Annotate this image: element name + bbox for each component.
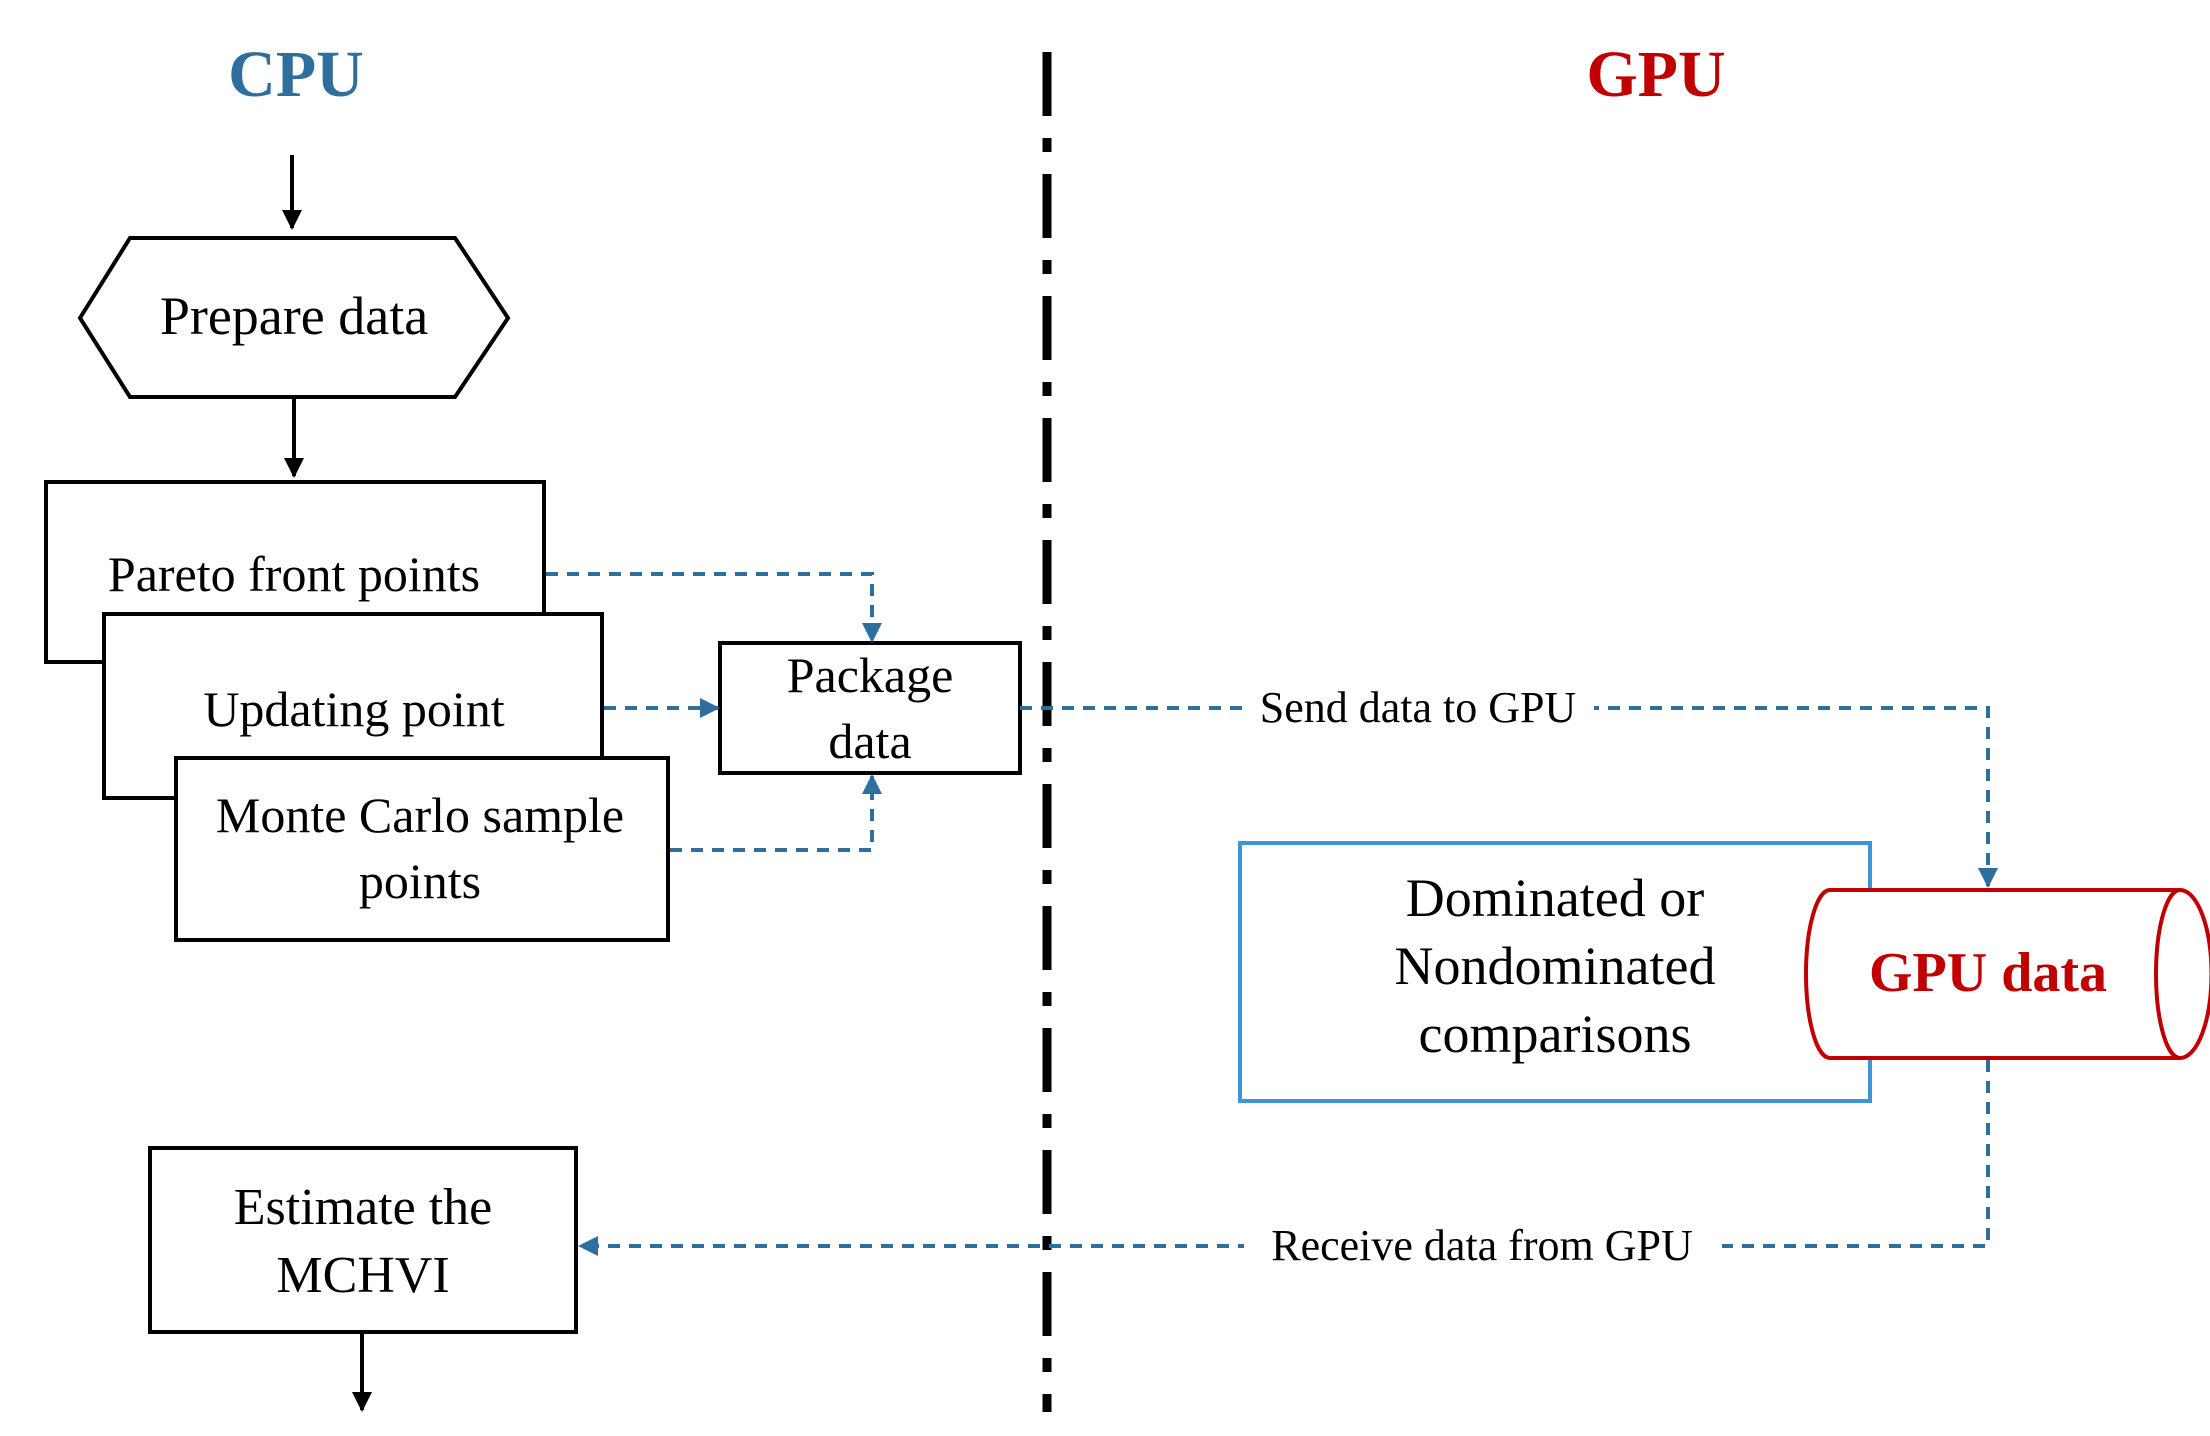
estimate-box [148,1146,578,1334]
pareto-to-package-arrow [546,572,882,643]
updating-point-label: Updating point [203,681,504,737]
monte-carlo-box [174,756,670,942]
pareto-front-points-label: Pareto front points [108,546,480,602]
estimate-label-line1: Estimate the [234,1179,492,1236]
estimate-label-line2: MCHVI [276,1247,449,1304]
gpu-lane-title: GPU [1586,38,1725,111]
cpu-lane-title: CPU [228,38,364,111]
send-label-bg [1244,684,1594,732]
package-data-label-line1: Package [787,647,954,703]
monte-carlo-label-line1: Monte Carlo sample [216,787,624,843]
prepare-data-label: Prepare data [160,286,428,346]
receive-label-bg [1244,1222,1722,1270]
package-data-label-line2: data [828,713,911,769]
receive-from-gpu-arrow [578,1060,1990,1256]
montecarlo-to-package-arrow [670,774,882,852]
comparisons-label-line1: Dominated or [1406,868,1704,928]
prepare-data-hexagon [77,236,511,399]
receive-data-label: Receive data from GPU [1271,1221,1693,1270]
comparisons-box [1238,841,1872,1103]
send-data-label: Send data to GPU [1260,683,1577,732]
comparisons-label-line3: comparisons [1419,1004,1692,1064]
package-data-box [718,641,1022,775]
gpu-data-label: GPU data [1869,942,2107,1004]
comparisons-label-line2: Nondominated [1395,936,1716,996]
monte-carlo-label-line2: points [359,853,481,909]
gpu-data-cylinder-end [2154,888,2181,1060]
